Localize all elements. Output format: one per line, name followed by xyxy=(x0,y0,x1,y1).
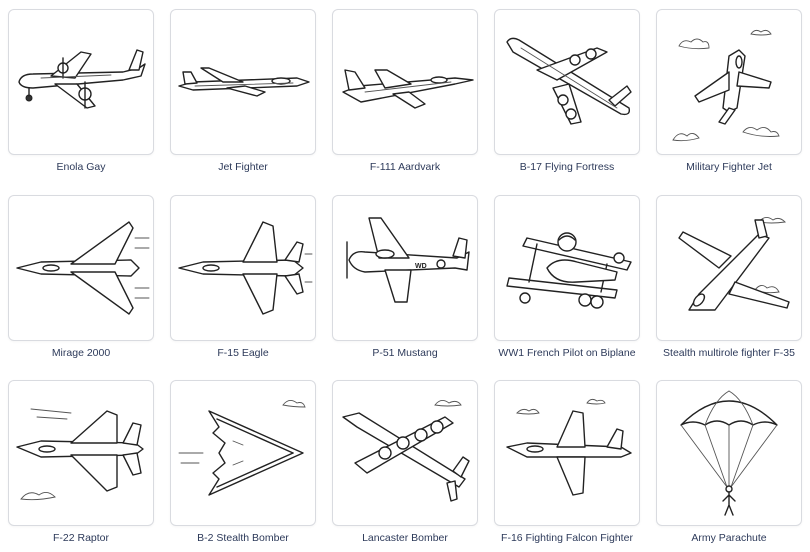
biplane-icon xyxy=(506,232,632,309)
gallery-card-label[interactable]: Military Fighter Jet xyxy=(686,161,772,173)
thumbnail-f-22-raptor[interactable] xyxy=(8,380,154,526)
gallery-card-label[interactable]: F-22 Raptor xyxy=(52,532,110,544)
flying-wing-icon xyxy=(178,400,306,496)
gallery-card-military-fighter-jet[interactable]: Military Fighter Jet xyxy=(648,9,810,175)
gallery-card-ww1-french-pilot-on-biplane[interactable]: WW1 French Pilot on Biplane xyxy=(486,195,648,361)
jet-fighter-icon xyxy=(506,398,632,496)
propeller-plane-icon: WD xyxy=(346,217,470,303)
gallery-card-mirage-2000[interactable]: Mirage 2000 xyxy=(0,195,162,361)
thumbnail-jet-fighter[interactable] xyxy=(170,9,316,155)
gallery-card-label[interactable]: Jet Fighter xyxy=(218,161,268,173)
thumbnail-ww1-french-pilot-on-biplane[interactable] xyxy=(494,195,640,341)
jet-fighter-icon xyxy=(178,221,313,315)
gallery-card-label[interactable]: P-51 Mustang xyxy=(372,347,438,359)
gallery-card-f-16-fighting-falcon-fighter[interactable]: F-16 Fighting Falcon Fighter xyxy=(486,380,648,546)
gallery-card-label[interactable]: F-15 Eagle xyxy=(217,347,269,359)
jet-fighter-icon xyxy=(342,69,474,109)
gallery-card-b-17-flying-fortress[interactable]: B-17 Flying Fortress xyxy=(486,9,648,175)
gallery-card-f-15-eagle[interactable]: F-15 Eagle xyxy=(162,195,324,361)
thumbnail-f-111-aardvark[interactable] xyxy=(332,9,478,155)
thumbnail-f-15-eagle[interactable] xyxy=(170,195,316,341)
gallery-card-f-111-aardvark[interactable]: F-111 Aardvark xyxy=(324,9,486,175)
gallery-card-label[interactable]: Stealth multirole fighter F-35 xyxy=(663,347,795,359)
gallery-card-army-parachute[interactable]: Army Parachute xyxy=(648,380,810,546)
jet-fighter-icon xyxy=(178,67,310,97)
gallery-card-label[interactable]: B-17 Flying Fortress xyxy=(519,161,615,173)
thumbnail-p-51-mustang[interactable]: WD xyxy=(332,195,478,341)
parachute-icon xyxy=(680,390,778,516)
gallery-card-stealth-multirole-fighter-f-35[interactable]: Stealth multirole fighter F-35 xyxy=(648,195,810,361)
thumbnail-mirage-2000[interactable] xyxy=(8,195,154,341)
gallery-card-b-2-stealth-bomber[interactable]: B-2 Stealth Bomber xyxy=(162,380,324,546)
bomber-plane-icon xyxy=(342,400,470,502)
gallery-card-label[interactable]: Mirage 2000 xyxy=(51,347,111,359)
thumbnail-lancaster-bomber[interactable] xyxy=(332,380,478,526)
gallery-card-label[interactable]: Lancaster Bomber xyxy=(362,532,448,544)
gallery-card-label[interactable]: Army Parachute xyxy=(691,532,767,544)
gallery-card-f-22-raptor[interactable]: F-22 Raptor xyxy=(0,380,162,546)
jet-fighter-icon xyxy=(16,408,144,501)
jet-fighter-icon xyxy=(678,217,790,311)
thumbnail-army-parachute[interactable] xyxy=(656,380,802,526)
thumbnail-b-17-flying-fortress[interactable] xyxy=(494,9,640,155)
jet-fighter-icon xyxy=(672,29,780,142)
gallery-card-label[interactable]: F-16 Fighting Falcon Fighter xyxy=(501,532,633,544)
gallery-card-label[interactable]: F-111 Aardvark xyxy=(369,161,441,173)
thumbnail-military-fighter-jet[interactable] xyxy=(656,9,802,155)
delta-jet-icon xyxy=(16,221,150,315)
svg-text:WD: WD xyxy=(415,263,427,270)
gallery-card-label[interactable]: B-2 Stealth Bomber xyxy=(197,532,289,544)
gallery-card-label[interactable]: WW1 French Pilot on Biplane xyxy=(498,347,636,359)
bomber-plane-icon xyxy=(506,37,632,125)
thumbnail-stealth-multirole-fighter-f-35[interactable] xyxy=(656,195,802,341)
gallery-card-label[interactable]: Enola Gay xyxy=(56,161,106,173)
gallery-card-enola-gay[interactable]: Enola Gay xyxy=(0,9,162,175)
thumbnail-b-2-stealth-bomber[interactable] xyxy=(170,380,316,526)
gallery-card-jet-fighter[interactable]: Jet Fighter xyxy=(162,9,324,175)
thumbnail-f-16-fighting-falcon-fighter[interactable] xyxy=(494,380,640,526)
gallery-card-lancaster-bomber[interactable]: Lancaster Bomber xyxy=(324,380,486,546)
thumbnail-enola-gay[interactable] xyxy=(8,9,154,155)
bomber-plane-icon xyxy=(18,49,146,109)
gallery-card-p-51-mustang[interactable]: WD P-51 Mustang xyxy=(324,195,486,361)
